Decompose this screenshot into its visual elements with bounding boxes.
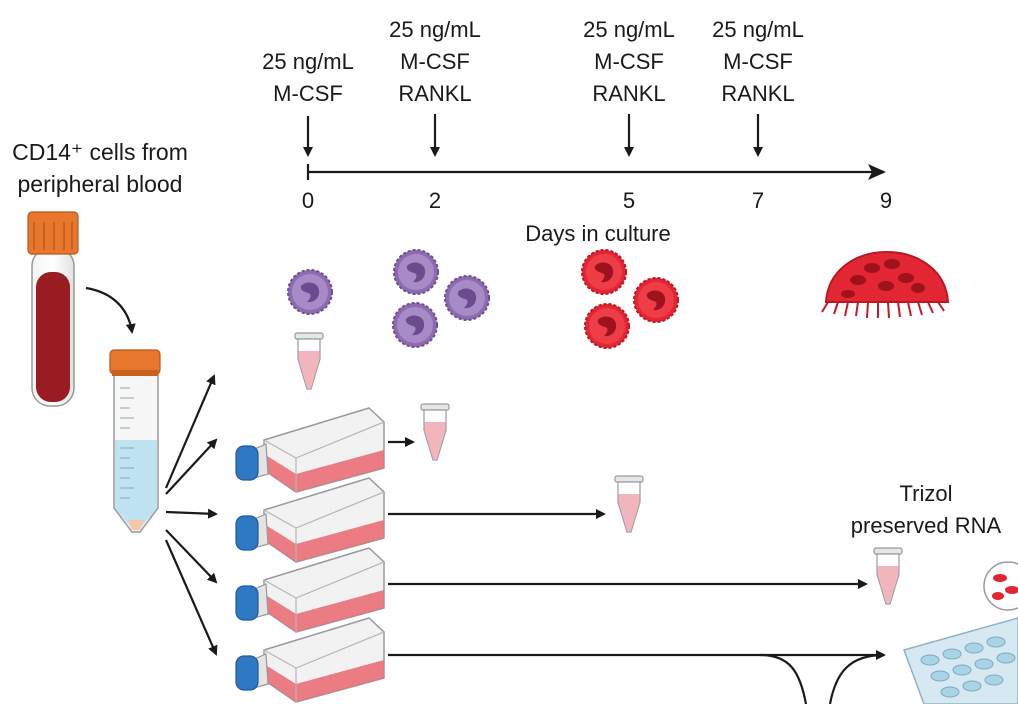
treatment-factor-mcsf: M-CSF <box>273 81 343 106</box>
treatment-factor-mcsf: M-CSF <box>400 49 470 74</box>
output-label-line2: preserved RNA <box>850 513 1002 538</box>
culture-flask-3 <box>235 547 385 633</box>
tick-label-day9: 9 <box>879 188 893 213</box>
day5-sample-tube <box>614 475 644 533</box>
preosteoclast-cell <box>581 249 627 295</box>
culture-flask-4 <box>235 617 385 703</box>
tick-label-day0: 0 <box>301 188 315 213</box>
treatment-factor-mcsf: M-CSF <box>723 49 793 74</box>
macrophage-cell <box>392 302 438 348</box>
day2-sample-tube <box>420 403 450 461</box>
treatment-factor-rankl: RANKL <box>592 81 666 106</box>
treatment-day7: 25 ng/mL M-CSF RANKL <box>698 14 818 110</box>
culture-flask-1 <box>235 407 385 493</box>
tick-label-day2: 2 <box>428 188 442 213</box>
source-label-line2: peripheral blood <box>17 171 183 197</box>
treatment-day0: 25 ng/mL M-CSF <box>248 46 368 110</box>
tick-label-day5: 5 <box>622 188 636 213</box>
preosteoclast-cell <box>633 277 679 323</box>
treatment-dose: 25 ng/mL <box>712 17 804 42</box>
conical-tube-illustration <box>109 349 161 533</box>
treatment-dose: 25 ng/mL <box>583 17 675 42</box>
macrophage-cell <box>444 275 490 321</box>
osteoclast-cell <box>821 250 950 319</box>
treatment-factor-rankl: RANKL <box>398 81 472 106</box>
treatment-dose: 25 ng/mL <box>389 17 481 42</box>
source-label-line1: CD14⁺ cells from <box>12 139 188 165</box>
treatment-factor-mcsf: M-CSF <box>594 49 664 74</box>
day7-sample-tube <box>873 547 903 605</box>
treatment-day5: 25 ng/mL M-CSF RANKL <box>569 14 689 110</box>
macrophage-cell <box>393 249 439 295</box>
source-label: CD14⁺ cells from peripheral blood <box>2 136 198 200</box>
day0-sample-tube <box>294 332 324 390</box>
culture-flask-2 <box>235 477 385 563</box>
monocyte-cell <box>287 269 333 315</box>
treatment-dose: 25 ng/mL <box>262 49 354 74</box>
distribution-arrows <box>164 374 218 656</box>
well-plate-illustration <box>903 561 1018 704</box>
timeline-axis-label: Days in culture <box>525 221 671 246</box>
treatment-day2: 25 ng/mL M-CSF RANKL <box>375 14 495 110</box>
treatment-factor-rankl: RANKL <box>721 81 795 106</box>
transfer-arrow <box>85 286 136 334</box>
tick-label-day7: 7 <box>751 188 765 213</box>
blood-tube-illustration <box>27 211 79 407</box>
timeline-axis <box>303 114 886 180</box>
output-label: Trizol preserved RNA <box>836 478 1016 542</box>
output-label-line1: Trizol <box>899 481 953 506</box>
harvest-arrows <box>388 437 886 704</box>
preosteoclast-cell <box>584 303 630 349</box>
